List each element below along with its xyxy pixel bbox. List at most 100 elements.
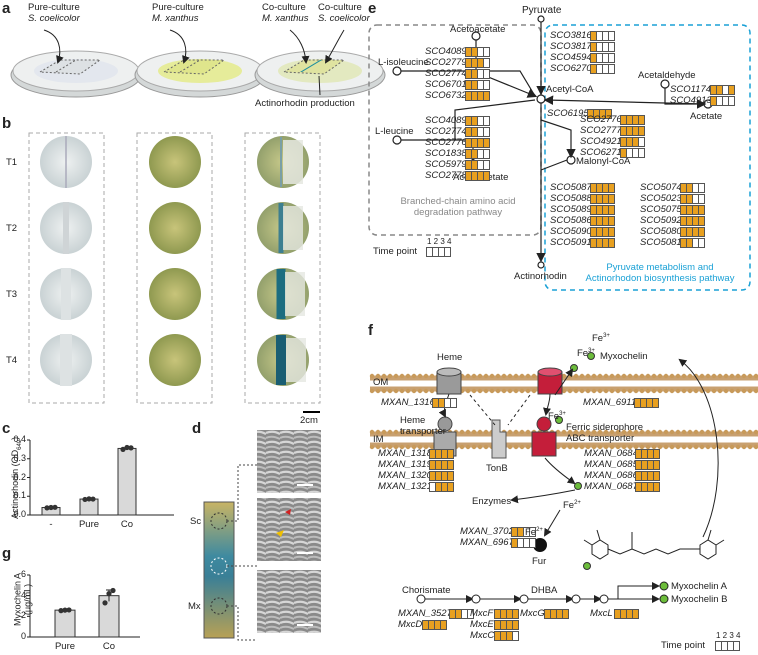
e-act2-heatmap-2 bbox=[679, 205, 705, 215]
c-xtick-label: - bbox=[49, 519, 53, 530]
a-col3a-line1: Co-culture bbox=[262, 2, 306, 13]
f-im: IM bbox=[373, 434, 384, 445]
e-act1-heatmap-4 bbox=[589, 227, 615, 237]
e-leu-gene-3: SCO1838 bbox=[425, 148, 467, 159]
f-fur-heatmap-1 bbox=[510, 538, 536, 548]
e-act1-heatmap-2 bbox=[589, 205, 615, 215]
e-mal-gene-3: SCO6271 bbox=[580, 147, 622, 158]
e-mal-heatmap-2 bbox=[619, 137, 645, 147]
e-top-gene-1: SCO3817 bbox=[550, 41, 592, 52]
f-tonb: TonB bbox=[486, 463, 508, 474]
panel-letter-e: e bbox=[368, 0, 377, 17]
e-node-l-leucine: L-leucine bbox=[375, 126, 414, 137]
f-heme-gene-0: MXAN_1318 bbox=[378, 448, 432, 459]
d-mx: Mx bbox=[188, 601, 201, 612]
e-node-actinorhodin: Actinorhodin bbox=[514, 271, 567, 282]
panel-letter-b: b bbox=[2, 115, 12, 132]
g-point bbox=[58, 608, 64, 614]
e-act2-gene-4: SCO5080 bbox=[640, 226, 682, 237]
c-point bbox=[52, 504, 58, 510]
e-leu-heatmap-1 bbox=[464, 127, 490, 137]
e-mal-gene-2: SCO4921 bbox=[580, 136, 622, 147]
f-heme-transporter-2: transporter bbox=[400, 426, 446, 437]
e-timepoint: Time point bbox=[373, 246, 417, 257]
g-point bbox=[106, 591, 112, 597]
chart-g bbox=[27, 574, 140, 638]
c-ytick-label: 0.4 bbox=[13, 434, 26, 444]
e-acet-heatmap-1 bbox=[709, 96, 735, 106]
e-act1-gene-3: SCO5086 bbox=[550, 215, 592, 226]
f-pw1-heatmap-0 bbox=[448, 609, 474, 619]
e-mal-heatmap-3 bbox=[619, 148, 645, 158]
f-abc-gene-3: MXAN_0687 bbox=[584, 481, 638, 492]
f-fe3-a: Fe3+ bbox=[577, 348, 595, 360]
e-top-gene-0: SCO3816 bbox=[550, 30, 592, 41]
e-leu-gene-0: SCO4089 bbox=[425, 115, 467, 126]
g-point bbox=[102, 600, 108, 606]
e-box-blue-1: Pyruvate metabolism and bbox=[606, 262, 714, 273]
e-iso-gene-1: SCO2779 bbox=[425, 57, 467, 68]
e-act1-heatmap-5 bbox=[589, 238, 615, 248]
e-act2-gene-2: SCO5075 bbox=[640, 204, 682, 215]
e-act2-heatmap-3 bbox=[679, 216, 705, 226]
e-act1-gene-5: SCO5091 bbox=[550, 237, 592, 248]
e-node-pyruvate: Pyruvate bbox=[522, 5, 562, 16]
plate-pure-sc bbox=[10, 50, 142, 98]
a-col3b-line1: Co-culture bbox=[318, 2, 362, 13]
e-iso-heatmap-3 bbox=[464, 80, 490, 90]
f-enzymes: Enzymes bbox=[472, 496, 512, 507]
e-act1-heatmap-0 bbox=[589, 183, 615, 193]
e-6195-gene-0: SCO6195 bbox=[547, 108, 589, 119]
e-iso-heatmap-1 bbox=[464, 58, 490, 68]
f-pw4-heatmap-0 bbox=[613, 609, 639, 619]
f-pw2-gene-2: MxcC bbox=[470, 630, 495, 641]
a-col3b-line2: S. coelicolor bbox=[318, 13, 370, 24]
f-fe3-c: Fe3+ bbox=[548, 411, 566, 423]
c-point bbox=[90, 496, 96, 502]
panel-letter-g: g bbox=[2, 545, 12, 562]
e-iso-heatmap-0 bbox=[464, 47, 490, 57]
e-act2-heatmap-1 bbox=[679, 194, 705, 204]
f-fur-gene-0: MXAN_3702 bbox=[460, 526, 514, 537]
g-xtick-label: Pure bbox=[54, 641, 76, 652]
f-abc-heatmap-1 bbox=[634, 460, 660, 470]
c-ytick-label: 0.3 bbox=[13, 452, 26, 463]
sample-tube bbox=[203, 464, 257, 641]
e-node-malonyl-coa: Malonyl-CoA bbox=[576, 156, 631, 167]
e-leu-heatmap-2 bbox=[464, 138, 490, 148]
f-myxa: Myxochelin A bbox=[671, 581, 727, 592]
c-point bbox=[44, 505, 50, 511]
f-fe2-a: Fe2+ bbox=[563, 500, 581, 512]
e-act1-gene-1: SCO5088 bbox=[550, 193, 592, 204]
c-point bbox=[48, 504, 54, 511]
b-row-t2: T2 bbox=[6, 223, 18, 234]
a-col1-line1: Pure-culture bbox=[28, 2, 80, 13]
f-6911-gene-0: MXAN_6911 bbox=[583, 397, 637, 408]
f-fur: Fur bbox=[532, 556, 547, 567]
e-top-gene-2: SCO4594 bbox=[550, 52, 592, 63]
membranes bbox=[369, 352, 758, 604]
e-iso-heatmap-2 bbox=[464, 69, 490, 79]
e-node-acetoacetate-top: Acetoacetate bbox=[450, 24, 506, 35]
e-mal-heatmap-1 bbox=[619, 126, 645, 136]
e-node-acetate: Acetate bbox=[690, 111, 723, 122]
chart-c bbox=[27, 439, 174, 516]
a-col3a-line2: M. xanthus bbox=[262, 13, 309, 24]
panel-letter-f: f bbox=[368, 322, 373, 339]
f-pw1-heatmap-1 bbox=[421, 620, 447, 630]
f-om: OM bbox=[373, 377, 389, 388]
f-dhba: DHBA bbox=[531, 585, 558, 596]
e-act2-heatmap-4 bbox=[679, 227, 705, 237]
f-myxochelin: Myxochelin bbox=[600, 351, 648, 362]
e-leu-gene-4: SCO5979 bbox=[425, 159, 467, 170]
e-node-acetyl-coa: Acetyl-CoA bbox=[546, 84, 594, 95]
e-node-acetaldehyde: Acetaldehyde bbox=[638, 70, 696, 81]
f-abc-gene-2: MXAN_0686 bbox=[584, 470, 638, 481]
e-act1-heatmap-1 bbox=[589, 194, 615, 204]
e-act1-gene-4: SCO5090 bbox=[550, 226, 592, 237]
e-acet-gene-0: SCO1174 bbox=[670, 84, 712, 95]
g-ytick-label: 6 bbox=[20, 569, 26, 579]
f-pw2-gene-0: MxcF bbox=[470, 608, 494, 619]
f-abc-heatmap-0 bbox=[634, 449, 660, 459]
